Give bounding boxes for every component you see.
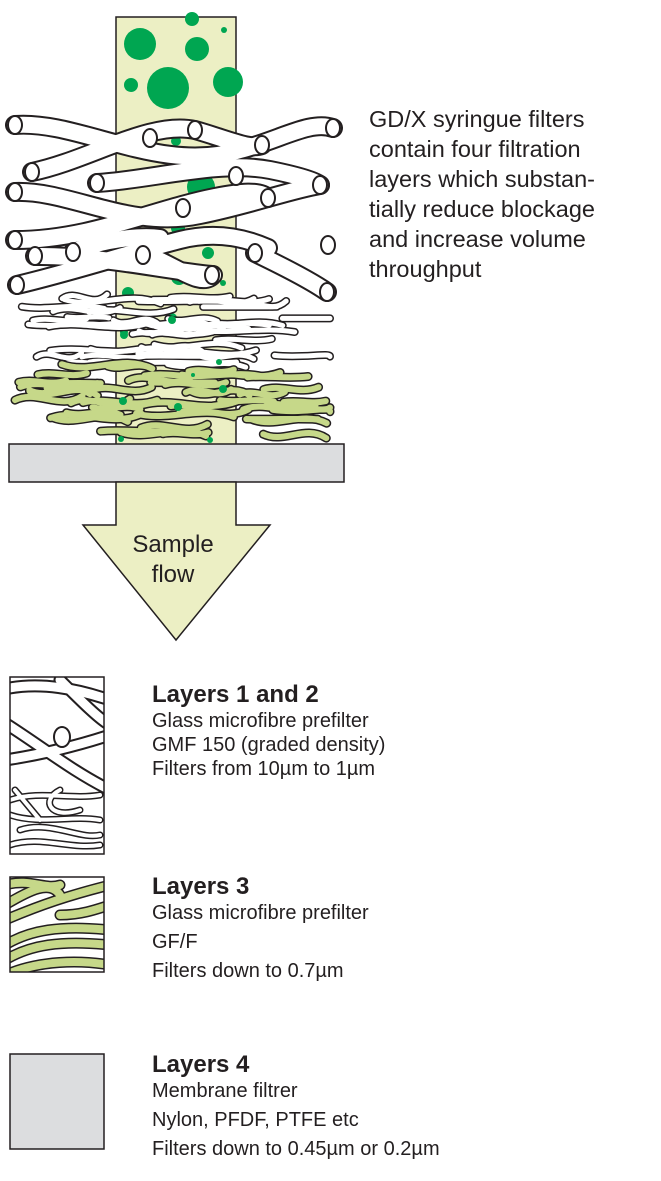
green-fibre bbox=[185, 366, 237, 375]
green-fibre bbox=[280, 398, 329, 406]
description-line: and increase volume bbox=[369, 226, 586, 252]
green-fibre bbox=[34, 370, 90, 379]
legend-item-layers-1-2: Layers 1 and 2 Glass microfibre prefilte… bbox=[152, 681, 385, 781]
green-fibre bbox=[43, 384, 96, 392]
legend-item-layer-4: Layers 4 Membrane filtrer Nylon, PFDF, P… bbox=[152, 1051, 440, 1161]
legend-title: Layers 4 bbox=[152, 1051, 250, 1078]
green-fibre bbox=[58, 359, 156, 372]
legend-line: Glass microfibre prefilter bbox=[152, 902, 369, 924]
green-fibre bbox=[125, 373, 195, 385]
description-line: layers which substan- bbox=[369, 166, 595, 192]
legend-line: GMF 150 (graded density) bbox=[152, 734, 386, 756]
fine-fibre bbox=[153, 323, 252, 332]
green-fibre bbox=[260, 384, 322, 394]
green-fibre bbox=[49, 413, 131, 425]
fine-fibre bbox=[47, 346, 147, 354]
legend-title: Layers 3 bbox=[152, 873, 250, 900]
fine-fibre bbox=[135, 298, 240, 305]
legend-title: Layers 1 and 2 bbox=[152, 681, 319, 708]
green-fibre bbox=[178, 371, 266, 380]
coarse-fibre-layer bbox=[5, 114, 343, 302]
green-fibre bbox=[89, 403, 144, 413]
green-fibre bbox=[260, 430, 330, 442]
legend-swatch-layer-3 bbox=[10, 877, 104, 972]
green-fibre bbox=[159, 429, 212, 438]
green-fibre bbox=[162, 379, 229, 389]
legend-line: Membrane filtrer bbox=[152, 1080, 298, 1102]
legend-swatch-layer-4 bbox=[9, 1053, 105, 1150]
fine-fibre bbox=[129, 329, 216, 338]
fine-fibre bbox=[165, 361, 249, 370]
legend-line: GF/F bbox=[152, 931, 198, 953]
green-fibre bbox=[217, 397, 277, 405]
legend-line: Nylon, PFDF, PTFE etc bbox=[152, 1109, 359, 1131]
green-fibre bbox=[249, 415, 330, 427]
description-line: throughput bbox=[369, 256, 482, 282]
description-line: contain four filtration bbox=[369, 136, 581, 162]
fine-fibre-layer bbox=[17, 290, 335, 372]
green-fibre-layer bbox=[10, 358, 335, 443]
legend-line: Filters down to 0.7µm bbox=[152, 960, 344, 982]
fine-fibre bbox=[213, 336, 275, 343]
legend-line: Glass microfibre prefilter bbox=[152, 710, 369, 732]
legend-line: Filters down to 0.45µm or 0.2µm bbox=[152, 1138, 440, 1160]
fine-fibre bbox=[162, 347, 259, 357]
membrane-layer bbox=[8, 443, 345, 483]
sample-flow-arrow bbox=[81, 481, 272, 642]
fine-fibre bbox=[272, 352, 333, 360]
legend-line: Filters from 10µm to 1µm bbox=[152, 758, 376, 780]
fine-fibre bbox=[86, 306, 176, 316]
sample-flow-label: Sample flow bbox=[103, 530, 243, 590]
fine-fibre bbox=[34, 350, 85, 361]
sample-flow-label-line2: flow bbox=[151, 561, 195, 588]
fine-fibre bbox=[19, 303, 107, 311]
legend-swatch-1-2-border bbox=[9, 676, 105, 855]
description-text: GD/X syringue filters contain four filtr… bbox=[369, 104, 657, 284]
green-fibre bbox=[89, 384, 155, 394]
fine-fibre bbox=[59, 291, 110, 303]
legend-item-layer-3: Layers 3 Glass microfibre prefilter GF/F… bbox=[152, 873, 369, 983]
description-line: GD/X syringue filters bbox=[369, 106, 585, 132]
fine-fibre bbox=[64, 314, 112, 321]
green-fibre bbox=[138, 421, 211, 432]
sample-flow-label-line1: Sample bbox=[132, 531, 214, 558]
green-fibre bbox=[133, 409, 237, 420]
green-fibre bbox=[12, 392, 86, 405]
description-line: tially reduce blockage bbox=[369, 196, 595, 222]
fine-fibre bbox=[151, 340, 245, 351]
small-particles bbox=[118, 316, 227, 443]
legend-swatch-layers-1-2 bbox=[10, 677, 104, 854]
legend-swatch-3-border bbox=[9, 876, 105, 973]
